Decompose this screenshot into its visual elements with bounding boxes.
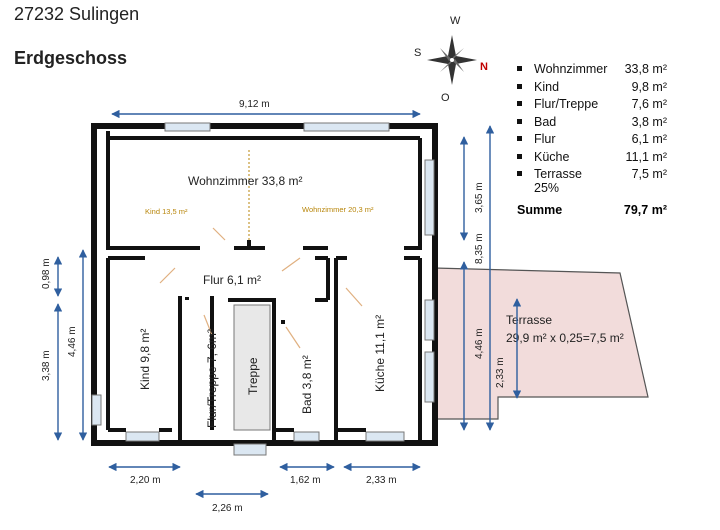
floor-title: Erdgeschoss xyxy=(14,48,128,68)
dim-bottom-bad: 1,62 m xyxy=(290,475,321,486)
room-flur: Flur 6,1 m² xyxy=(203,273,261,287)
door-swings xyxy=(159,227,363,349)
area-name: Flur/Treppe xyxy=(534,97,599,111)
compass-n: N xyxy=(480,61,488,73)
room-flur-treppe: Flur/Treppe 7, 6m² xyxy=(205,329,219,428)
dim-right-upper: 3,65 m xyxy=(474,182,485,213)
interior-walls xyxy=(106,131,422,443)
area-sum: Summe 79,7 m² xyxy=(517,203,667,217)
area-value: 7,5 m² xyxy=(631,167,667,181)
room-kind: Kind 9,8 m² xyxy=(138,329,152,390)
room-treppe: Treppe xyxy=(246,357,260,395)
area-value: 9,8 m² xyxy=(631,79,667,94)
sum-label: Summe xyxy=(517,203,563,217)
area-value: 7,6 m² xyxy=(631,97,667,111)
area-name: Wohnzimmer xyxy=(534,62,608,76)
dim-right-lower: 4,46 m xyxy=(474,328,485,359)
dim-left-total: 4,46 m xyxy=(67,326,78,357)
room-kind-part: Kind 13,5 m² xyxy=(145,207,188,216)
stair xyxy=(233,304,271,431)
dim-left-lower: 3,38 m xyxy=(41,350,52,381)
compass-w: W xyxy=(450,15,461,27)
area-name: Kind xyxy=(534,79,560,94)
dim-terrace-height: 2,33 m xyxy=(495,357,506,388)
outer-wall xyxy=(91,123,438,446)
area-value: 6,1 m² xyxy=(631,132,667,146)
windows xyxy=(91,122,435,456)
dim-bottom-flur: 2,26 m xyxy=(212,503,243,514)
area-name: Flur xyxy=(534,132,556,146)
area-value: 11,1 m² xyxy=(625,149,667,164)
dim-bottom-kueche: 2,33 m xyxy=(366,475,397,486)
area-value: 33,8 m² xyxy=(624,62,667,76)
dim-right-total: 8,35 m xyxy=(474,233,485,264)
terrace-calc: 29,9 m² x 0,25=7,5 m² xyxy=(506,331,624,345)
dim-bottom-kind: 2,20 m xyxy=(130,475,161,486)
compass-icon xyxy=(427,35,477,85)
address-text: 27232 Sulingen xyxy=(14,4,140,24)
area-value: 3,8 m² xyxy=(631,114,667,129)
area-name: Küche xyxy=(534,149,570,164)
terrace-label: Terrasse xyxy=(506,313,552,327)
room-kueche: Küche 11,1 m² xyxy=(373,315,387,392)
area-name: Terrasse 25% xyxy=(534,167,582,195)
compass-s: S xyxy=(414,47,421,59)
sum-value: 79,7 m² xyxy=(623,203,667,217)
dim-left-small: 0,98 m xyxy=(41,258,52,289)
room-bad: Bad 3,8 m² xyxy=(300,355,314,414)
room-wohnzimmer-part: Wohnzimmer 20,3 m² xyxy=(302,205,374,214)
dimension-lines xyxy=(53,109,522,499)
room-wohnzimmer: Wohnzimmer 33,8 m² xyxy=(188,174,302,188)
area-name: Bad xyxy=(534,114,557,129)
dim-top-width: 9,12 m xyxy=(239,99,270,110)
compass-o: O xyxy=(441,92,450,104)
